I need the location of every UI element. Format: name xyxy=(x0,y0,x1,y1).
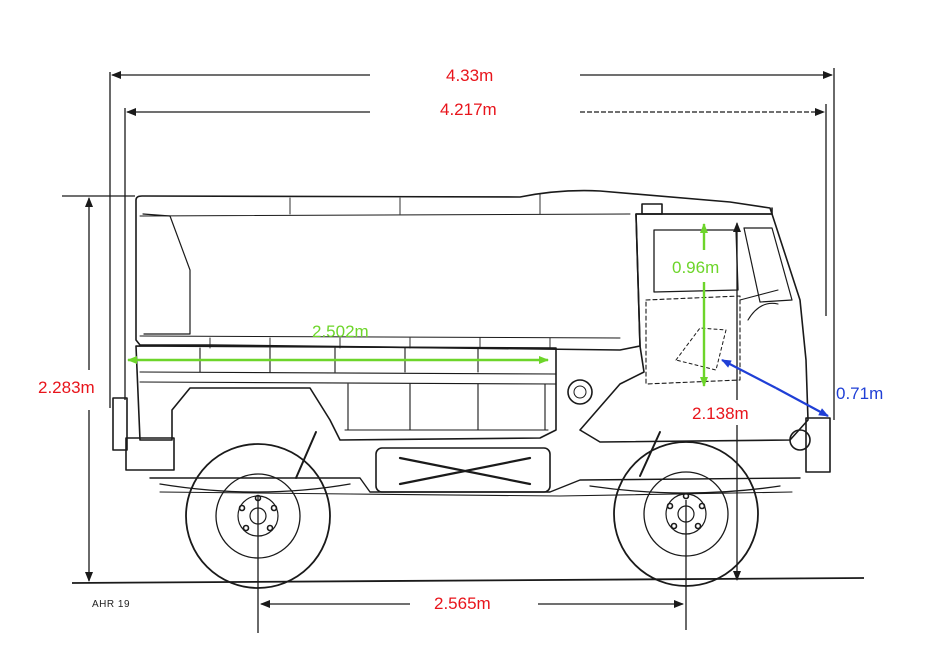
ground-line xyxy=(71,577,865,584)
rear-shock-absorber xyxy=(295,431,317,479)
cargo-bed-length-label: 2.502m xyxy=(312,322,369,341)
dimension-lines xyxy=(62,68,865,633)
wheelbase-label: 2.565m xyxy=(434,594,491,613)
cab-window xyxy=(653,229,739,293)
cover-lower-seam xyxy=(139,335,621,339)
steering-wheel xyxy=(739,289,779,321)
cover-rope-ties xyxy=(209,193,551,349)
rear-leaf-spring xyxy=(159,483,351,493)
cargo-rails xyxy=(139,347,557,431)
front-bumper xyxy=(805,417,831,473)
canvas-tilt-cover xyxy=(135,189,773,351)
cargo-body-side xyxy=(135,345,557,441)
drawing-reference: AHR 19 xyxy=(92,599,131,610)
rear-light-bracket xyxy=(112,397,128,451)
rear-bumper xyxy=(125,437,175,471)
cover-top-seam xyxy=(139,213,631,217)
seat-outline xyxy=(675,327,727,371)
cab-height-label: 2.138m xyxy=(692,404,749,423)
truck-drawing xyxy=(112,189,831,589)
fuel-tank xyxy=(375,447,551,493)
window-height-label: 0.96m xyxy=(672,258,720,277)
roof-lamp xyxy=(641,203,663,215)
overall-length-label: 4.33m xyxy=(446,66,494,85)
front-overhang-arrow-a xyxy=(721,359,777,389)
front-overhang-arrow-b xyxy=(775,387,829,417)
rear-wheel xyxy=(185,443,331,589)
green-dimensions xyxy=(127,223,708,387)
chassis-lower xyxy=(159,491,793,497)
front-overhang-label: 0.71m xyxy=(836,384,884,403)
cab-shell xyxy=(579,213,809,443)
cab-door xyxy=(645,295,741,385)
chassis-frame xyxy=(149,477,801,493)
headlamp xyxy=(789,429,811,451)
fuel-filler-inner xyxy=(573,385,587,399)
windscreen xyxy=(743,227,793,303)
fuel-tank-brace xyxy=(398,456,532,486)
overall-height-label: 2.283m xyxy=(38,378,95,397)
front-shock-absorber xyxy=(639,431,661,477)
blue-dimensions xyxy=(721,359,829,417)
cover-rear-flap xyxy=(142,213,191,335)
body-length-label: 4.217m xyxy=(440,100,497,119)
fuel-filler-cap xyxy=(567,379,593,405)
front-wheel xyxy=(613,441,759,587)
